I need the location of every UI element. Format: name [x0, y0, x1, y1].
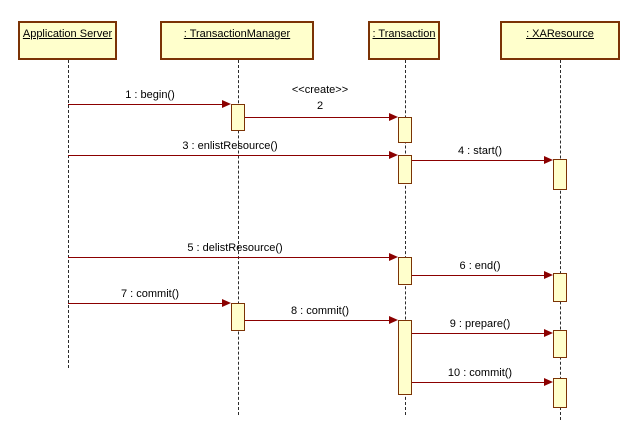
message-6-line	[412, 275, 545, 276]
message-3-line	[68, 155, 390, 156]
lifeline-head-transaction-manager: : TransactionManager	[160, 21, 314, 60]
lifeline-transaction-manager	[238, 60, 239, 415]
arrow-head-icon	[389, 113, 398, 121]
message-8-line	[245, 320, 390, 321]
activation-xaresource-commit	[553, 378, 567, 408]
lifeline-head-xaresource: : XAResource	[500, 21, 620, 60]
arrow-head-icon	[544, 271, 553, 279]
message-4-label: 4 : start()	[457, 145, 502, 157]
message-5-line	[68, 257, 390, 258]
message-6-label: 6 : end()	[459, 260, 501, 272]
activation-transaction-commit	[398, 320, 412, 395]
arrow-head-icon	[389, 151, 398, 159]
arrow-head-icon	[389, 253, 398, 261]
activation-xaresource-start	[553, 159, 567, 190]
message-8-label: 8 : commit()	[290, 305, 350, 317]
arrow-head-icon	[222, 299, 231, 307]
activation-transaction-manager-commit	[231, 303, 245, 331]
message-2-line	[245, 117, 390, 118]
lifeline-application-server	[68, 60, 69, 368]
lifeline-xaresource	[560, 60, 561, 420]
arrow-head-icon	[389, 316, 398, 324]
message-2-stereotype: <<create>>	[291, 84, 349, 96]
activation-transaction-delist	[398, 257, 412, 285]
lifeline-head-application-server: Application Server	[18, 21, 117, 60]
message-1-line	[68, 104, 223, 105]
lifeline-label: : Transaction	[372, 28, 436, 40]
message-7-line	[68, 303, 223, 304]
arrow-head-icon	[544, 329, 553, 337]
message-9-label: 9 : prepare()	[449, 318, 511, 330]
activation-xaresource-end	[553, 273, 567, 302]
message-4-line	[412, 160, 545, 161]
lifeline-transaction	[405, 60, 406, 415]
message-9-line	[412, 333, 545, 334]
activation-xaresource-prepare	[553, 330, 567, 358]
activation-transaction-manager-begin	[231, 104, 245, 131]
arrow-head-icon	[222, 100, 231, 108]
arrow-head-icon	[544, 378, 553, 386]
lifeline-label: Application Server	[22, 28, 113, 40]
lifeline-label: : XAResource	[526, 28, 594, 40]
message-2-label: 2	[316, 100, 324, 112]
message-10-line	[412, 382, 545, 383]
arrow-head-icon	[544, 156, 553, 164]
message-1-label: 1 : begin()	[125, 89, 175, 101]
message-3-label: 3 : enlistResource()	[182, 140, 278, 152]
message-10-label: 10 : commit()	[447, 367, 513, 379]
message-7-label: 7 : commit()	[120, 288, 180, 300]
lifeline-head-transaction: : Transaction	[368, 21, 440, 60]
activation-transaction-create	[398, 117, 412, 143]
message-5-label: 5 : delistResource()	[187, 242, 283, 254]
lifeline-label: : TransactionManager	[183, 28, 291, 40]
activation-transaction-enlist	[398, 155, 412, 184]
